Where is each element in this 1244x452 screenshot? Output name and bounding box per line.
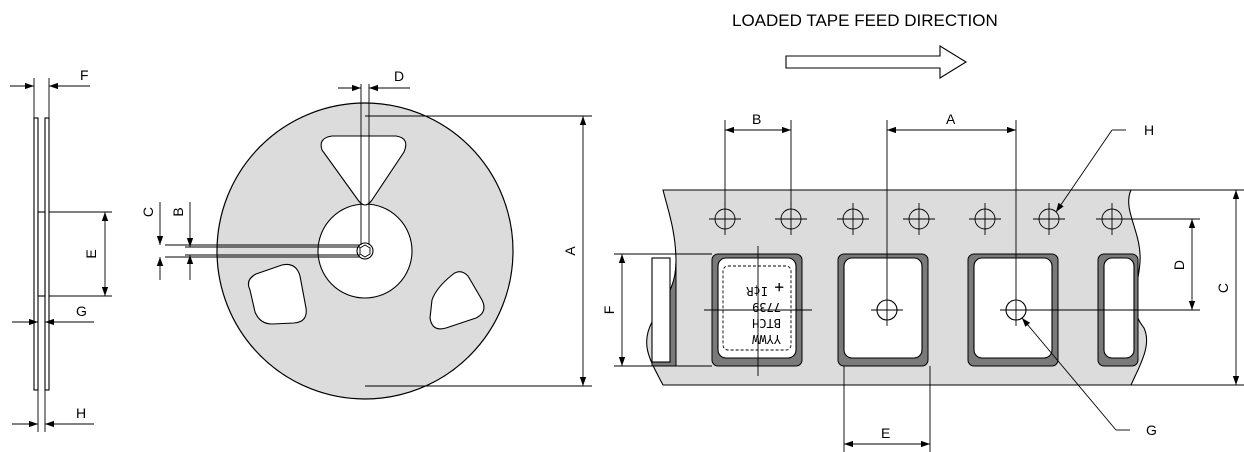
side-dim-h-label: H — [76, 405, 86, 421]
tape-dim-f-label: F — [601, 306, 617, 315]
tape-dim-e-label: E — [881, 425, 890, 441]
tape-leader-g-label: G — [1146, 422, 1157, 438]
part-marking: YYWW BTCH 7739 I¢R + — [746, 278, 784, 346]
part-marking-line4: I¢R — [746, 284, 768, 298]
side-dim-e-label: E — [83, 249, 99, 258]
feed-direction-title: LOADED TAPE FEED DIRECTION — [732, 11, 998, 30]
part-marking-line3: 7739 — [752, 300, 781, 314]
part-marking-line2: BTCH — [752, 316, 781, 330]
carrier-tape-view: YYWW BTCH 7739 I¢R + A B — [601, 111, 1244, 452]
svg-text:+: + — [774, 278, 784, 297]
reel-window-right — [429, 271, 485, 330]
reel-window-left — [247, 263, 307, 325]
reel-dim-d-label: D — [394, 68, 404, 84]
side-dim-g-label: G — [76, 303, 87, 319]
reel-dim-a-label: A — [562, 246, 578, 256]
reel-dim-b-label: B — [170, 207, 186, 216]
tape-dim-b-label: B — [752, 111, 761, 127]
reel-front-view: D A C B — [140, 68, 592, 400]
reel-side-view: F E G H — [10, 67, 112, 432]
feed-direction-arrow — [785, 45, 968, 79]
side-dim-f-label: F — [80, 67, 89, 83]
tape-leader-h-label: H — [1144, 122, 1154, 138]
tape-pocket-partial-left — [651, 257, 671, 363]
tape-dim-c-label: C — [1215, 283, 1231, 293]
tape-dim-d-label: D — [1171, 260, 1187, 270]
part-marking-line1: YYWW — [751, 332, 781, 346]
tape-dim-a-label: A — [946, 111, 956, 127]
reel-window-top — [320, 135, 407, 206]
reel-dim-c-label: C — [140, 207, 156, 217]
